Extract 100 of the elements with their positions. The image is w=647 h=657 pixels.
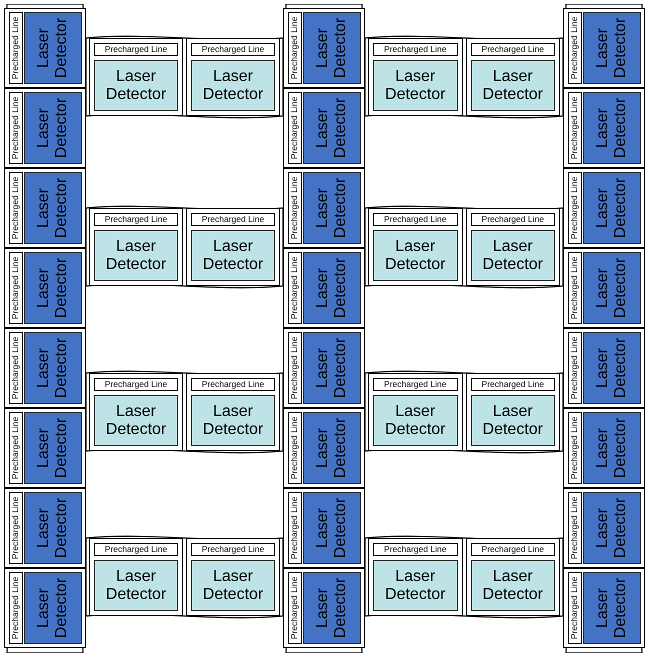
line-label: Precharged Line	[568, 412, 582, 484]
line-label: Precharged Line	[373, 213, 458, 226]
detector-label: Laser Detector	[303, 332, 361, 404]
detector-label: Laser Detector	[583, 12, 641, 84]
detector-label: Laser Detector	[303, 412, 361, 484]
detector-cell	[563, 568, 645, 648]
detector-cell	[4, 8, 86, 88]
detector-cell	[563, 168, 645, 248]
detector-label: Laser Detector	[583, 492, 641, 564]
detector-cell	[466, 208, 560, 286]
wavy-band	[86, 535, 283, 619]
detector-cell	[466, 373, 560, 451]
detector-cell	[186, 538, 280, 616]
detector-cell	[283, 8, 365, 88]
line-label: Precharged Line	[9, 412, 23, 484]
detector-cell	[563, 488, 645, 568]
wavy-band	[86, 370, 283, 454]
detector-label: Laser Detector	[94, 560, 178, 611]
line-label: Precharged Line	[191, 543, 275, 556]
wavy-band	[365, 35, 563, 119]
detector-cell	[563, 8, 645, 88]
detector-cell	[466, 538, 560, 616]
detector-cell	[283, 328, 365, 408]
line-label: Precharged Line	[9, 332, 23, 404]
line-label: Precharged Line	[94, 543, 178, 556]
wavy-band	[365, 535, 563, 619]
detector-cell	[89, 38, 183, 116]
detector-cell	[563, 88, 645, 168]
detector-cell	[368, 208, 462, 286]
line-label: Precharged Line	[191, 213, 275, 226]
detector-label: Laser Detector	[373, 230, 458, 281]
line-label: Precharged Line	[288, 92, 302, 164]
detector-label: Laser Detector	[303, 92, 361, 164]
line-label: Precharged Line	[288, 12, 302, 84]
line-label: Precharged Line	[288, 492, 302, 564]
detector-cell	[4, 488, 86, 568]
detector-cell	[283, 168, 365, 248]
detector-cell	[89, 208, 183, 286]
detector-cell	[466, 38, 560, 116]
line-label: Precharged Line	[288, 172, 302, 244]
detector-cell	[4, 88, 86, 168]
detector-cell	[186, 373, 280, 451]
detector-cell	[563, 248, 645, 328]
detector-cell	[4, 168, 86, 248]
line-label: Precharged Line	[9, 172, 23, 244]
line-label: Precharged Line	[94, 213, 178, 226]
detector-cell	[368, 373, 462, 451]
line-label: Precharged Line	[288, 252, 302, 324]
detector-label: Laser Detector	[583, 572, 641, 644]
line-label: Precharged Line	[288, 572, 302, 644]
detector-label: Laser Detector	[303, 492, 361, 564]
line-label: Precharged Line	[288, 332, 302, 404]
line-label: Precharged Line	[373, 543, 458, 556]
detector-cell	[186, 38, 280, 116]
line-label: Precharged Line	[373, 378, 458, 391]
wavy-band	[365, 370, 563, 454]
detector-cell	[4, 328, 86, 408]
line-label: Precharged Line	[94, 378, 178, 391]
line-label: Precharged Line	[191, 378, 275, 391]
detector-cell	[283, 88, 365, 168]
detector-cell	[283, 488, 365, 568]
wavy-band	[86, 205, 283, 289]
detector-label: Laser Detector	[191, 230, 275, 281]
detector-cell	[563, 408, 645, 488]
detector-cell	[89, 538, 183, 616]
detector-cell	[4, 568, 86, 648]
detector-label: Laser Detector	[24, 332, 82, 404]
detector-cell	[283, 568, 365, 648]
line-label: Precharged Line	[470, 378, 555, 391]
line-label: Precharged Line	[470, 43, 555, 56]
line-label: Precharged Line	[94, 43, 178, 56]
detector-label: Laser Detector	[303, 252, 361, 324]
line-label: Precharged Line	[568, 172, 582, 244]
detector-label: Laser Detector	[24, 12, 82, 84]
detector-label: Laser Detector	[303, 172, 361, 244]
line-label: Precharged Line	[9, 92, 23, 164]
line-label: Precharged Line	[9, 252, 23, 324]
detector-label: Laser Detector	[191, 395, 275, 446]
line-label: Precharged Line	[9, 12, 23, 84]
detector-label: Laser Detector	[470, 395, 555, 446]
wavy-band	[86, 35, 283, 119]
line-label: Precharged Line	[568, 252, 582, 324]
detector-label: Laser Detector	[24, 172, 82, 244]
line-label: Precharged Line	[568, 572, 582, 644]
detector-label: Laser Detector	[24, 492, 82, 564]
line-label: Precharged Line	[9, 572, 23, 644]
detector-label: Laser Detector	[24, 92, 82, 164]
detector-cell	[368, 38, 462, 116]
detector-label: Laser Detector	[24, 572, 82, 644]
line-label: Precharged Line	[568, 492, 582, 564]
line-label: Precharged Line	[373, 43, 458, 56]
line-label: Precharged Line	[568, 92, 582, 164]
detector-cell	[563, 328, 645, 408]
wavy-band	[365, 205, 563, 289]
detector-label: Laser Detector	[470, 60, 555, 111]
detector-label: Laser Detector	[303, 12, 361, 84]
detector-cell	[89, 373, 183, 451]
detector-label: Laser Detector	[470, 230, 555, 281]
detector-cell	[4, 408, 86, 488]
detector-label: Laser Detector	[24, 252, 82, 324]
